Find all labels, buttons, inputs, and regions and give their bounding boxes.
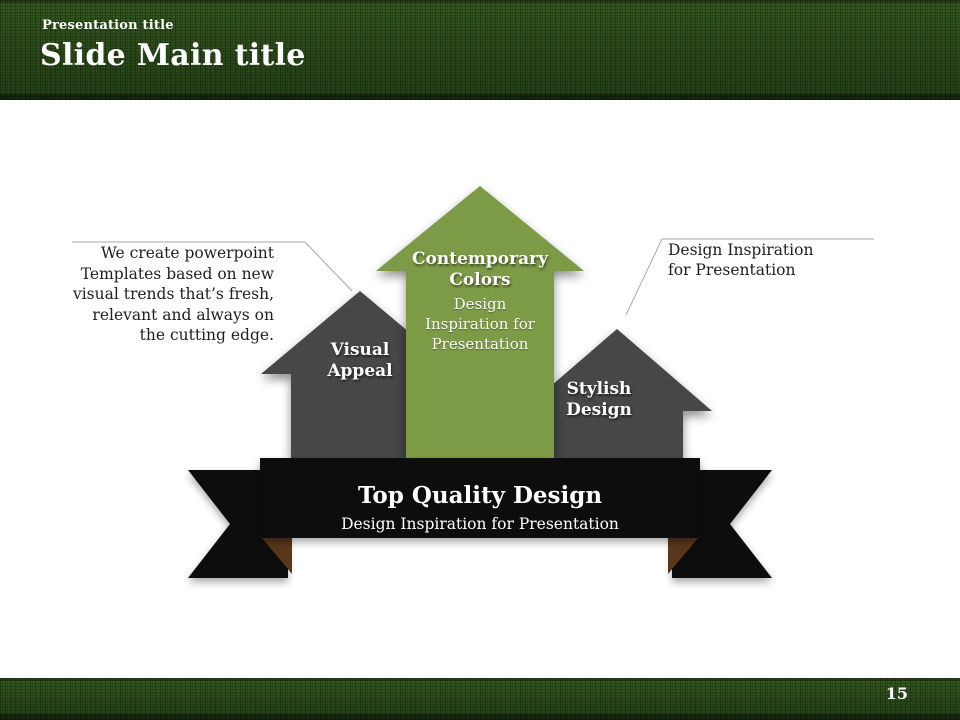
left-arrow-title: Visual Appeal — [327, 340, 393, 381]
center-arrow-title: Contemporary Colors — [412, 249, 548, 290]
right-callout-line — [625, 238, 874, 316]
page-number: 15 — [885, 684, 908, 703]
stylish-design-arrow-shape — [522, 329, 712, 465]
footer-band — [0, 678, 960, 720]
left-callout-text: We create powerpoint Templates based on … — [72, 244, 274, 344]
ribbon-left-fold — [262, 538, 292, 574]
ribbon-subtitle: Design Inspiration for Presentation — [341, 515, 619, 533]
ribbon-body — [260, 458, 700, 538]
header-band — [0, 0, 960, 100]
ribbon-title: Top Quality Design — [357, 482, 603, 509]
ribbon-right-fold — [668, 538, 698, 574]
right-arrow-title: Stylish Design — [566, 379, 632, 420]
presentation-title: Presentation title — [42, 18, 174, 33]
contemporary-colors-arrow-shape — [376, 186, 584, 460]
center-arrow-subtitle: Design Inspiration for Presentation — [425, 295, 535, 353]
right-callout-text: Design Inspiration for Presentation — [668, 241, 814, 279]
slide-main-title: Slide Main title — [40, 38, 306, 73]
left-callout-line — [72, 241, 353, 292]
